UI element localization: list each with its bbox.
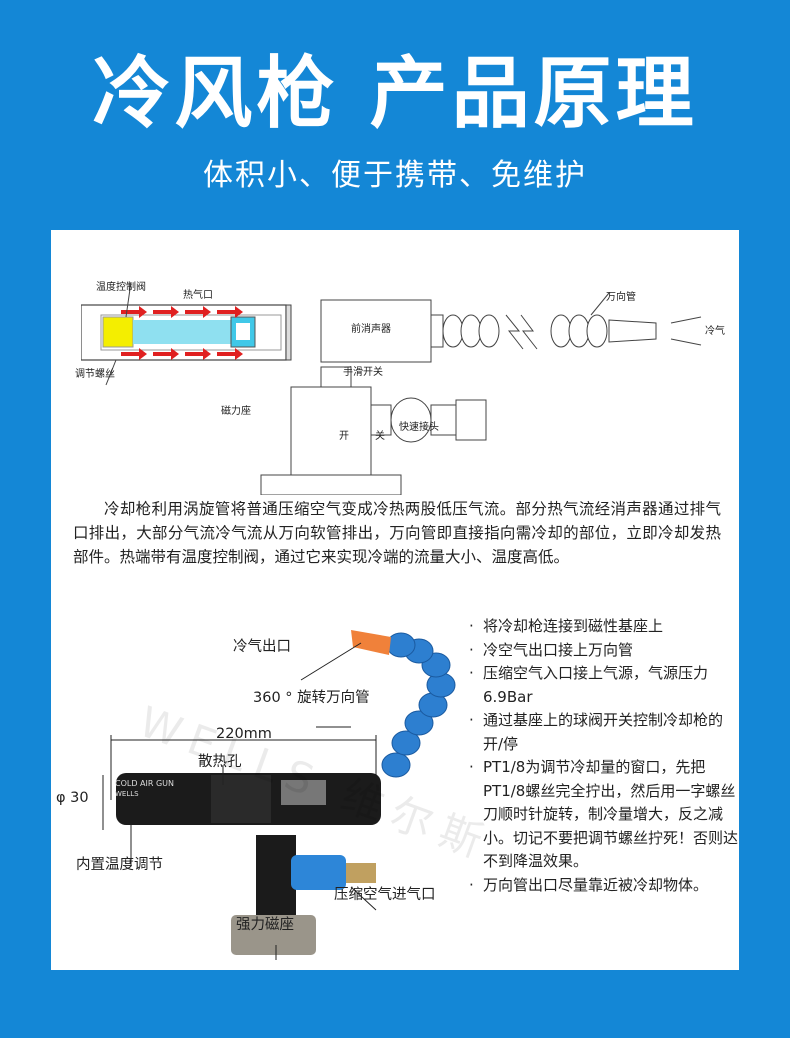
label-front-muffler: 前消声器 bbox=[351, 324, 391, 335]
label-builtin-temp: 内置温度调节 bbox=[76, 857, 163, 873]
list-item: ·通过基座上的球阀开关控制冷却枪的开/停 bbox=[469, 711, 724, 753]
label-cold-air: 冷气 bbox=[705, 326, 725, 337]
label-air-inlet: 压缩空气进气口 bbox=[334, 887, 436, 903]
page-title: 冷风枪 产品原理 bbox=[92, 49, 698, 139]
list-item: ·压缩空气入口接上气源，气源压力6.9Bar bbox=[469, 664, 709, 706]
label-temp-valve: 温度控制阀 bbox=[96, 282, 146, 293]
list-item: ·PT1/8为调节冷却量的窗口，先把PT1/8螺丝完全拧出，然后用一字螺丝刀顺时… bbox=[469, 758, 739, 870]
list-item: ·冷空气出口接上万向管 bbox=[469, 640, 634, 659]
page-subtitle: 体积小、便于携带、免维护 bbox=[203, 158, 587, 193]
label-flex-pipe: 万向管 bbox=[606, 292, 636, 303]
label-slide-switch: 手滑开关 bbox=[343, 367, 383, 378]
label-length: 220mm bbox=[216, 726, 272, 742]
label-magnetic-base: 磁力座 bbox=[221, 406, 251, 417]
label-rotating-pipe: 360 ° 旋转万向管 bbox=[253, 690, 370, 706]
principle-diagram bbox=[81, 281, 702, 495]
gun-maker: WELLS bbox=[115, 790, 139, 798]
gun-brand: COLD AIR GUN bbox=[115, 779, 175, 788]
list-item: ·将冷却枪连接到磁性基座上 bbox=[469, 617, 664, 635]
list-item: ·万向管出口尽量靠近被冷却物体。 bbox=[469, 875, 709, 894]
label-hot-outlet: 热气口 bbox=[183, 290, 213, 301]
label-quick-connector: 快速接头 bbox=[399, 422, 439, 433]
label-adjust-screw: 调节螺丝 bbox=[75, 369, 115, 380]
label-diameter: φ 30 bbox=[56, 790, 89, 806]
usage-list: ·将冷却枪连接到磁性基座上 ·冷空气出口接上万向管 ·压缩空气入口接上气源，气源… bbox=[469, 615, 739, 897]
label-cold-outlet: 冷气出口 bbox=[233, 639, 291, 655]
label-open: 开 bbox=[339, 431, 349, 442]
product-diagram bbox=[102, 630, 456, 960]
content-card: 温度控制阀 热气口 调节螺丝 前消声器 万向管 冷气 手滑开关 磁力座 快速接头… bbox=[51, 230, 739, 970]
principle-description: 冷却枪利用涡旋管将普通压缩空气变成冷热两股低压气流。部分热气流经消声器通过排气口… bbox=[73, 500, 721, 566]
label-heat-holes: 散热孔 bbox=[198, 754, 242, 770]
label-strong-base: 强力磁座 bbox=[236, 917, 294, 933]
label-close: 关 bbox=[375, 431, 385, 442]
